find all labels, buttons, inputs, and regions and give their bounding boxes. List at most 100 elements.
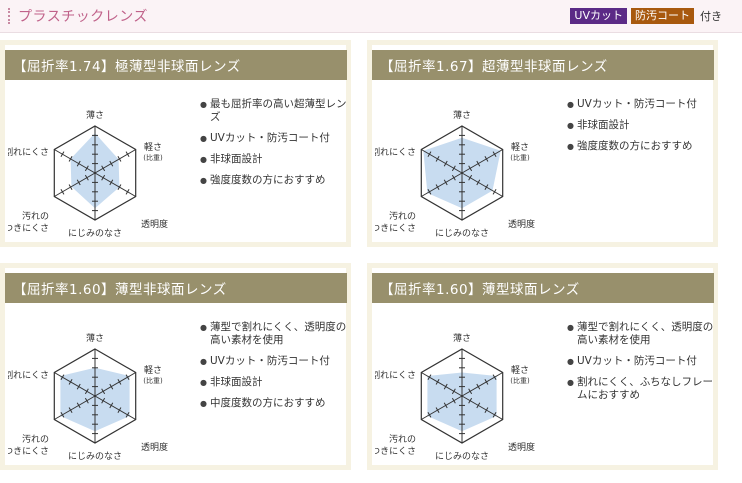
axis-label-blur: にじみのなさ: [435, 228, 489, 239]
radar-tick: [101, 397, 106, 404]
radar-spoke: [461, 372, 503, 397]
axis-label-dirt: つきにくさ: [375, 446, 416, 457]
feature-list: 薄型で割れにくく、透明度の高い素材を使用 UVカット・防汚コート付 非球面設計 …: [200, 321, 348, 418]
radar-spoke: [94, 395, 136, 420]
feature-item: UVカット・防汚コート付: [567, 355, 715, 368]
radar-tick: [427, 411, 432, 418]
feature-item: UVカット・防汚コート付: [200, 132, 348, 145]
radar-tick: [125, 374, 130, 381]
feature-item: 非球面設計: [567, 119, 715, 132]
radar-tick: [492, 411, 497, 418]
axis-label-dirt: 汚れの: [389, 210, 416, 222]
radar-tick: [476, 160, 481, 167]
axis-label-thin: 薄さ: [453, 332, 471, 344]
axis-label-light: 軽さ: [144, 142, 162, 153]
axis-label-thin: 薄さ: [86, 332, 104, 344]
feature-item: 薄型で割れにくく、透明度の高い素材を使用: [200, 321, 348, 347]
page-header: プラスチックレンズ UVカット 防汚コート 付き: [0, 0, 742, 33]
radar-tick: [84, 165, 89, 172]
radar-tick: [101, 174, 106, 181]
feature-list: 最も屈折率の高い超薄型レンズ UVカット・防汚コート付 非球面設計 強度度数の方…: [200, 98, 348, 195]
axis-label-blur: にじみのなさ: [435, 451, 489, 462]
axis-label-light: 軽さ: [511, 365, 529, 376]
radar-tick: [468, 165, 473, 172]
axis-label-break: 割れにくさ: [8, 369, 49, 381]
radar-tick: [476, 402, 481, 409]
feature-item: 非球面設計: [200, 376, 348, 389]
lens-card-174: 【屈折率1.74】極薄型非球面レンズ 薄さ軽さ(比重)透明度にじみのなさ汚れのつ…: [0, 40, 351, 247]
radar-spoke: [461, 395, 503, 420]
lens-card-167: 【屈折率1.67】超薄型非球面レンズ 薄さ軽さ(比重)透明度にじみのなさ汚れのつ…: [367, 40, 718, 247]
radar-tick: [84, 174, 89, 181]
axis-label-break: 割れにくさ: [8, 146, 49, 158]
radar-tick: [476, 383, 481, 390]
radar-tick: [76, 179, 81, 186]
axis-label-light-sub: (比重): [510, 376, 530, 385]
radar-tick: [435, 156, 440, 162]
axis-label-dirt: 汚れの: [22, 433, 49, 445]
radar-tick: [125, 151, 130, 158]
radar-tick: [443, 383, 448, 390]
axis-label-light-sub: (比重): [143, 153, 163, 162]
feature-item: 強度度数の方におすすめ: [567, 140, 715, 153]
radar-tick: [427, 151, 432, 158]
radar-tick: [451, 388, 456, 395]
feature-item: 薄型で割れにくく、透明度の高い素材を使用: [567, 321, 715, 347]
lens-card-160-spheric: 【屈折率1.60】薄型球面レンズ 薄さ軽さ(比重)透明度にじみのなさ汚れのつきに…: [367, 263, 718, 470]
radar-tick: [451, 165, 456, 172]
radar-tick: [484, 379, 489, 385]
radar-tick: [435, 379, 440, 385]
axis-label-clarity: 透明度: [141, 218, 168, 230]
radar-tick: [451, 397, 456, 404]
radar-spoke: [54, 149, 96, 174]
axis-label-break: 割れにくさ: [375, 369, 416, 381]
lens-title: 【屈折率1.60】薄型非球面レンズ: [13, 282, 227, 298]
feature-badges: UVカット 防汚コート 付き: [570, 8, 722, 24]
radar-tick: [60, 151, 65, 158]
radar-spoke: [421, 395, 463, 420]
uv-cut-badge: UVカット: [570, 8, 627, 24]
axis-label-dirt: 汚れの: [389, 433, 416, 445]
radar-tick: [60, 374, 65, 381]
radar-tick: [109, 160, 114, 167]
lens-title-bar: 【屈折率1.67】超薄型非球面レンズ: [372, 50, 714, 80]
feature-list: 薄型で割れにくく、透明度の高い素材を使用 UVカット・防汚コート付 割れにくく、…: [567, 321, 715, 410]
radar-spoke: [54, 395, 96, 420]
radar-tick: [60, 188, 65, 195]
radar-tick: [443, 402, 448, 409]
radar-tick: [84, 388, 89, 395]
radar-tick: [468, 388, 473, 395]
radar-tick: [76, 383, 81, 390]
feature-item: 強度度数の方におすすめ: [200, 174, 348, 187]
radar-tick: [468, 397, 473, 404]
feature-item: 最も屈折率の高い超薄型レンズ: [200, 98, 348, 124]
radar-tick: [117, 407, 122, 413]
axis-label-light: 軽さ: [144, 365, 162, 376]
radar-tick: [68, 407, 73, 413]
axis-label-clarity: 透明度: [508, 218, 535, 230]
lens-title-bar: 【屈折率1.60】薄型球面レンズ: [372, 273, 714, 303]
radar-tick: [443, 160, 448, 167]
radar-tick: [60, 411, 65, 418]
axis-label-thin: 薄さ: [453, 109, 471, 121]
axis-label-light: 軽さ: [511, 142, 529, 153]
radar-tick: [68, 184, 73, 190]
lens-title: 【屈折率1.60】薄型球面レンズ: [380, 282, 580, 298]
axis-label-clarity: 透明度: [141, 441, 168, 453]
feature-item: 非球面設計: [200, 153, 348, 166]
radar-tick: [435, 184, 440, 190]
axis-label-light-sub: (比重): [143, 376, 163, 385]
radar-tick: [492, 374, 497, 381]
lens-title: 【屈折率1.74】極薄型非球面レンズ: [13, 59, 241, 75]
radar-tick: [492, 188, 497, 195]
lens-title: 【屈折率1.67】超薄型非球面レンズ: [380, 59, 608, 75]
axis-label-blur: にじみのなさ: [68, 228, 122, 239]
radar-tick: [101, 165, 106, 172]
radar-tick: [427, 374, 432, 381]
feature-item: 中度度数の方におすすめ: [200, 397, 348, 410]
feature-item: UVカット・防汚コート付: [200, 355, 348, 368]
lens-card-160-aspheric: 【屈折率1.60】薄型非球面レンズ 薄さ軽さ(比重)透明度にじみのなさ汚れのつき…: [0, 263, 351, 470]
